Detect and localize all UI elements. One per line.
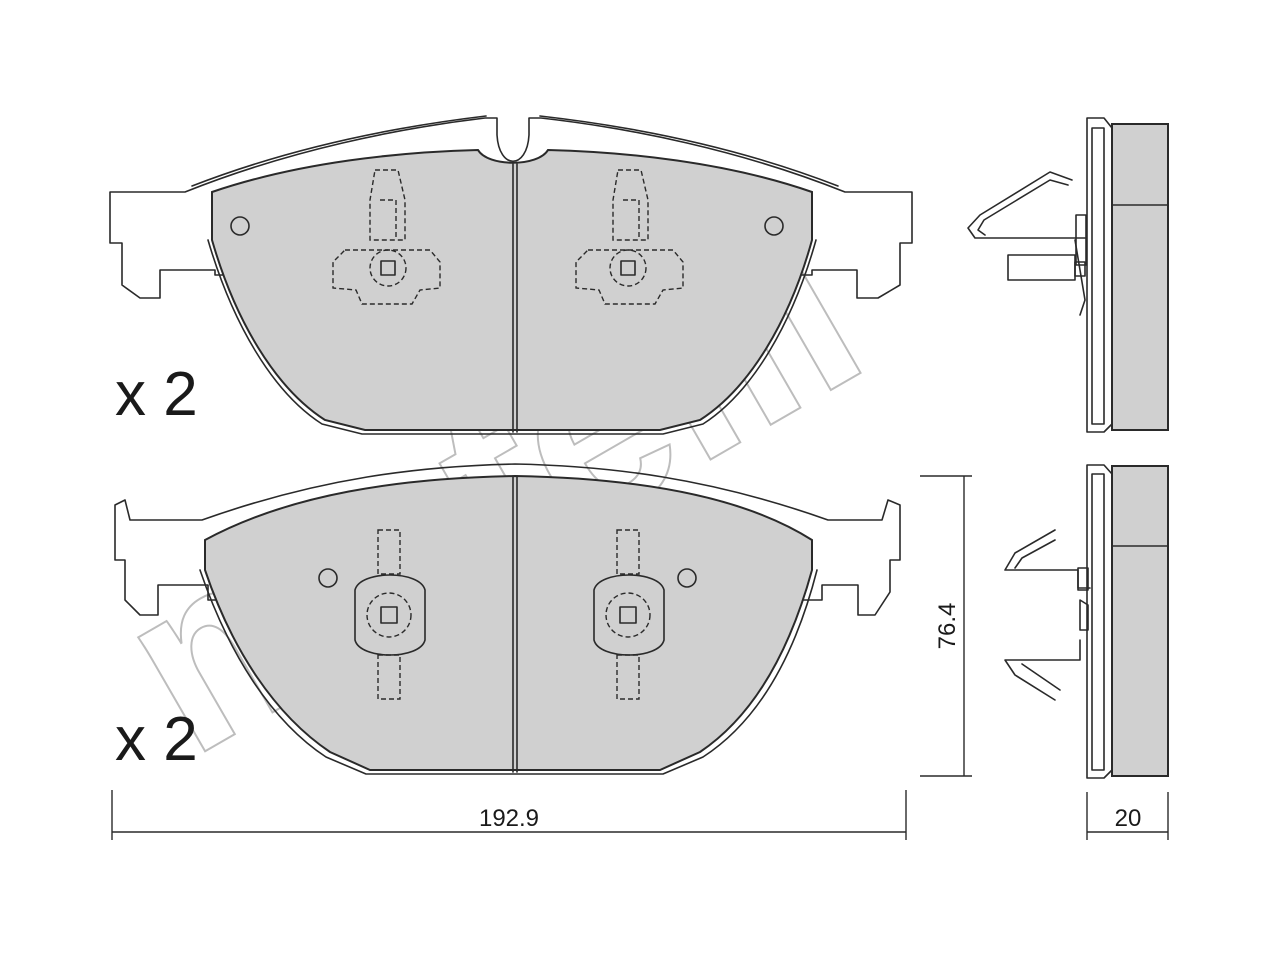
top-hole-left	[230, 216, 250, 236]
bottom-pad-quantity-label: x 2	[115, 705, 198, 774]
top-pad-front-view	[109, 115, 913, 435]
bottom-anti-rattle-clip	[1004, 529, 1091, 701]
top-hole-right	[764, 216, 784, 236]
bottom-friction-material	[204, 474, 813, 771]
dimension-height: 76.4	[920, 475, 972, 777]
top-right-fastener	[575, 169, 684, 305]
bottom-hole-right	[677, 568, 697, 588]
bottom-left-fastener	[354, 529, 426, 700]
top-backing-plate-inner-edge	[191, 115, 487, 187]
bottom-friction-outer-edge	[199, 569, 818, 775]
top-backing-plate-inner-edge-right	[539, 115, 839, 187]
bottom-pad-front-view	[114, 463, 901, 775]
dimension-width: 192.9	[111, 790, 907, 840]
top-backing-plate	[109, 117, 913, 299]
top-pad-side-view	[967, 117, 1169, 433]
bottom-pad-side-view	[1004, 464, 1169, 779]
top-side-backing-inner	[1091, 127, 1105, 425]
top-friction-outer-edge	[207, 239, 817, 435]
bottom-backing-plate	[114, 463, 901, 616]
bottom-right-fastener	[593, 529, 665, 700]
bottom-hole-left	[318, 568, 338, 588]
top-pad-quantity-label: x 2	[115, 360, 198, 429]
top-friction-material	[211, 148, 813, 431]
dimension-thickness-label: 20	[1115, 805, 1142, 832]
dimension-height-label: 76.4	[934, 603, 961, 650]
dimension-thickness: 20	[1086, 792, 1169, 840]
top-side-backing-plate	[1086, 117, 1113, 433]
dimension-width-label: 192.9	[479, 805, 539, 832]
top-side-friction-block	[1111, 123, 1169, 431]
bottom-side-friction-block	[1111, 465, 1169, 777]
bottom-side-backing-plate	[1086, 464, 1113, 779]
top-anti-rattle-clip	[967, 171, 1087, 316]
top-left-fastener	[332, 169, 441, 305]
bottom-side-backing-inner	[1091, 473, 1105, 771]
